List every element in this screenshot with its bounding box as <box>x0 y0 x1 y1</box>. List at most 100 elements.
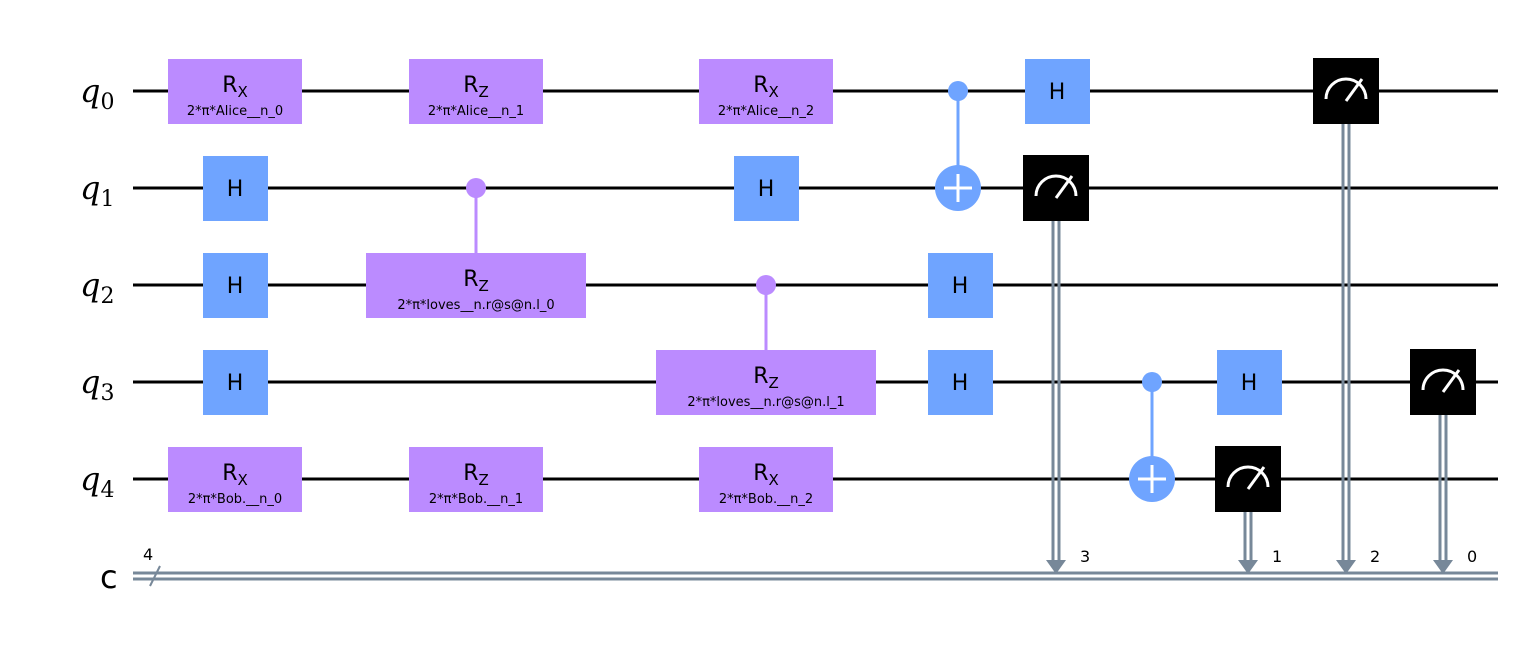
meter-icon <box>1226 465 1270 488</box>
gate-box <box>409 447 543 512</box>
measure-gate <box>1313 58 1379 124</box>
measure-gate <box>1215 446 1281 512</box>
gate-base: R <box>222 461 237 486</box>
gate-symbol: RX <box>753 73 779 101</box>
gate-symbol: RX <box>222 73 248 101</box>
gate-box <box>168 447 302 512</box>
qubit-index: 3 <box>100 381 114 406</box>
measure-gate <box>1410 349 1476 415</box>
gate-box <box>203 253 268 318</box>
gate-param: 2*π*Alice__n_0 <box>187 104 283 119</box>
gate-base: R <box>753 73 768 98</box>
meter-needle <box>1344 78 1364 102</box>
gate-param: 2*π*Alice__n_2 <box>718 104 814 119</box>
cnot-control-dot <box>1142 372 1162 392</box>
gate-box <box>1025 59 1090 124</box>
clbit-index: 3 <box>1080 547 1090 566</box>
qubit-name: q <box>80 363 100 401</box>
measure-arrow <box>1336 560 1356 574</box>
gate-box <box>203 156 268 221</box>
gate-symbol: RZ <box>463 73 489 101</box>
h-gate: H <box>928 350 993 415</box>
meter-needle <box>1441 369 1461 393</box>
h-gate: H <box>1217 350 1282 415</box>
gate-box <box>734 156 799 221</box>
gate-param: 2*π*Bob.__n_2 <box>719 492 813 507</box>
cnot-target <box>1129 456 1175 502</box>
control-dot <box>756 275 776 295</box>
gate-label: H <box>227 177 244 202</box>
h-gate: H <box>928 253 993 318</box>
h-gate: H <box>203 350 268 415</box>
gate-param: 2*π*loves__n.r@s@n.l_1 <box>687 395 844 410</box>
measure-box <box>1410 349 1476 415</box>
classical-register-size: 4 <box>143 545 153 564</box>
qubit-label: q2 <box>80 266 114 309</box>
rotation-gate: RX 2*π*Alice__n_2 <box>699 59 833 124</box>
qubit-name: q <box>80 72 100 110</box>
cnot-control-dot <box>948 81 968 101</box>
gate-box <box>203 350 268 415</box>
gate-sub: X <box>238 83 248 101</box>
rotation-gate: RZ 2*π*Alice__n_1 <box>409 59 543 124</box>
gate-box <box>366 253 586 318</box>
gate-sub: Z <box>479 83 489 101</box>
gate-sub: X <box>769 83 779 101</box>
gate-param: 2*π*Bob.__n_1 <box>429 492 523 507</box>
register-slash <box>149 565 161 587</box>
qubit-index: 1 <box>100 187 114 212</box>
gate-symbol: RX <box>222 461 248 489</box>
gate-label: H <box>227 371 244 396</box>
meter-icon <box>1421 368 1465 391</box>
meter-icon <box>1034 174 1078 197</box>
clbit-index: 1 <box>1272 547 1282 566</box>
gate-base: R <box>222 73 237 98</box>
gate-label: H <box>227 274 244 299</box>
controlled-rotation-gate: RZ2*π*loves__n.r@s@n.l_1 <box>656 350 876 415</box>
qubit-label: q1 <box>80 169 114 212</box>
gate-box <box>168 59 302 124</box>
h-gate: H <box>734 156 799 221</box>
h-gate: H <box>203 156 268 221</box>
measure-box <box>1313 58 1379 124</box>
gate-sub: X <box>238 471 248 489</box>
gate-base: R <box>753 364 768 389</box>
gate-box <box>1217 350 1282 415</box>
h-gate: H <box>203 253 268 318</box>
gate-base: R <box>463 73 478 98</box>
qubit-index: 4 <box>100 478 114 503</box>
controlled-rotation-gate: RZ 2*π*loves__n.r@s@n.l_0 <box>366 253 586 318</box>
gate-base: R <box>753 461 768 486</box>
gate-symbol: RX <box>753 461 779 489</box>
gate-label: H <box>758 177 775 202</box>
qubit-label: q3 <box>80 363 114 406</box>
gate-sub: X <box>769 471 779 489</box>
gate-symbol: RZ <box>463 461 489 489</box>
gate-sub: Z <box>479 471 489 489</box>
measure-box <box>1215 446 1281 512</box>
qubit-index: 2 <box>100 284 114 309</box>
classical-register-label: c <box>100 558 118 596</box>
gate-label: H <box>1049 80 1066 105</box>
measure-arrow <box>1238 560 1258 574</box>
rotation-gate: RZ 2*π*Bob.__n_1 <box>409 447 543 512</box>
clbit-index: 2 <box>1370 547 1380 566</box>
gate-box <box>699 59 833 124</box>
clbit-index: 0 <box>1467 547 1477 566</box>
meter-needle <box>1054 175 1074 199</box>
measure-box <box>1023 155 1089 221</box>
gate-sub: Z <box>479 277 489 295</box>
control-dot <box>466 178 486 198</box>
gate-box <box>928 350 993 415</box>
measure-arrow <box>1046 560 1066 574</box>
qubit-name: q <box>80 266 100 304</box>
gate-box <box>928 253 993 318</box>
cnot-target <box>935 165 981 211</box>
gate-box <box>656 350 876 415</box>
gate-symbol: RZ <box>463 267 489 295</box>
gate-param: 2*π*loves__n.r@s@n.l_0 <box>397 298 554 313</box>
qubit-name: q <box>80 169 100 207</box>
h-gate: H <box>1025 59 1090 124</box>
gate-param: 2*π*Alice__n_1 <box>428 104 524 119</box>
